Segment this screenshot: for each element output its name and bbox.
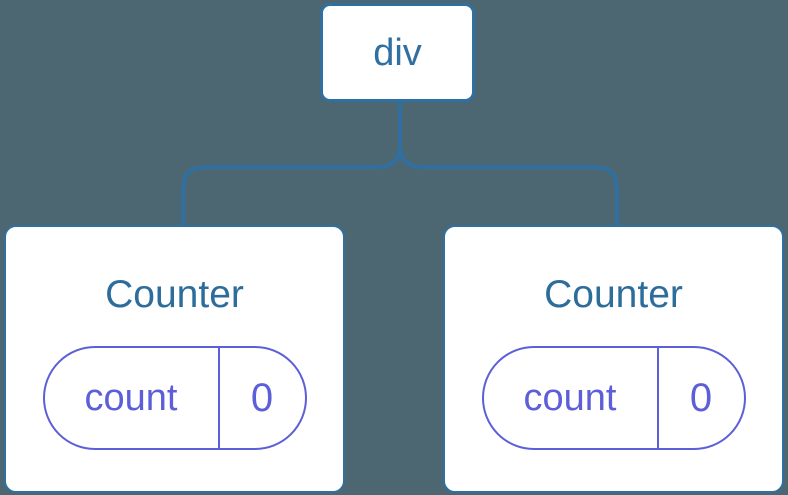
counter-right-state-value: 0 bbox=[689, 375, 713, 420]
counter-left-state-value: 0 bbox=[250, 375, 274, 420]
root-node-div: div bbox=[320, 3, 475, 102]
counter-left-state-key: count bbox=[45, 348, 220, 448]
connector-left-branch bbox=[181, 102, 402, 226]
counter-left-title: Counter bbox=[105, 273, 244, 316]
connector-right-branch bbox=[398, 102, 619, 226]
root-node-label: div bbox=[373, 31, 422, 74]
counter-node-left: Counter count 0 bbox=[4, 225, 345, 493]
counter-node-right: Counter count 0 bbox=[443, 225, 784, 493]
counter-right-state-key: count bbox=[484, 348, 659, 448]
counter-right-state-pill: count 0 bbox=[481, 346, 746, 450]
counter-left-state-pill: count 0 bbox=[42, 346, 307, 450]
counter-right-title: Counter bbox=[544, 273, 683, 316]
